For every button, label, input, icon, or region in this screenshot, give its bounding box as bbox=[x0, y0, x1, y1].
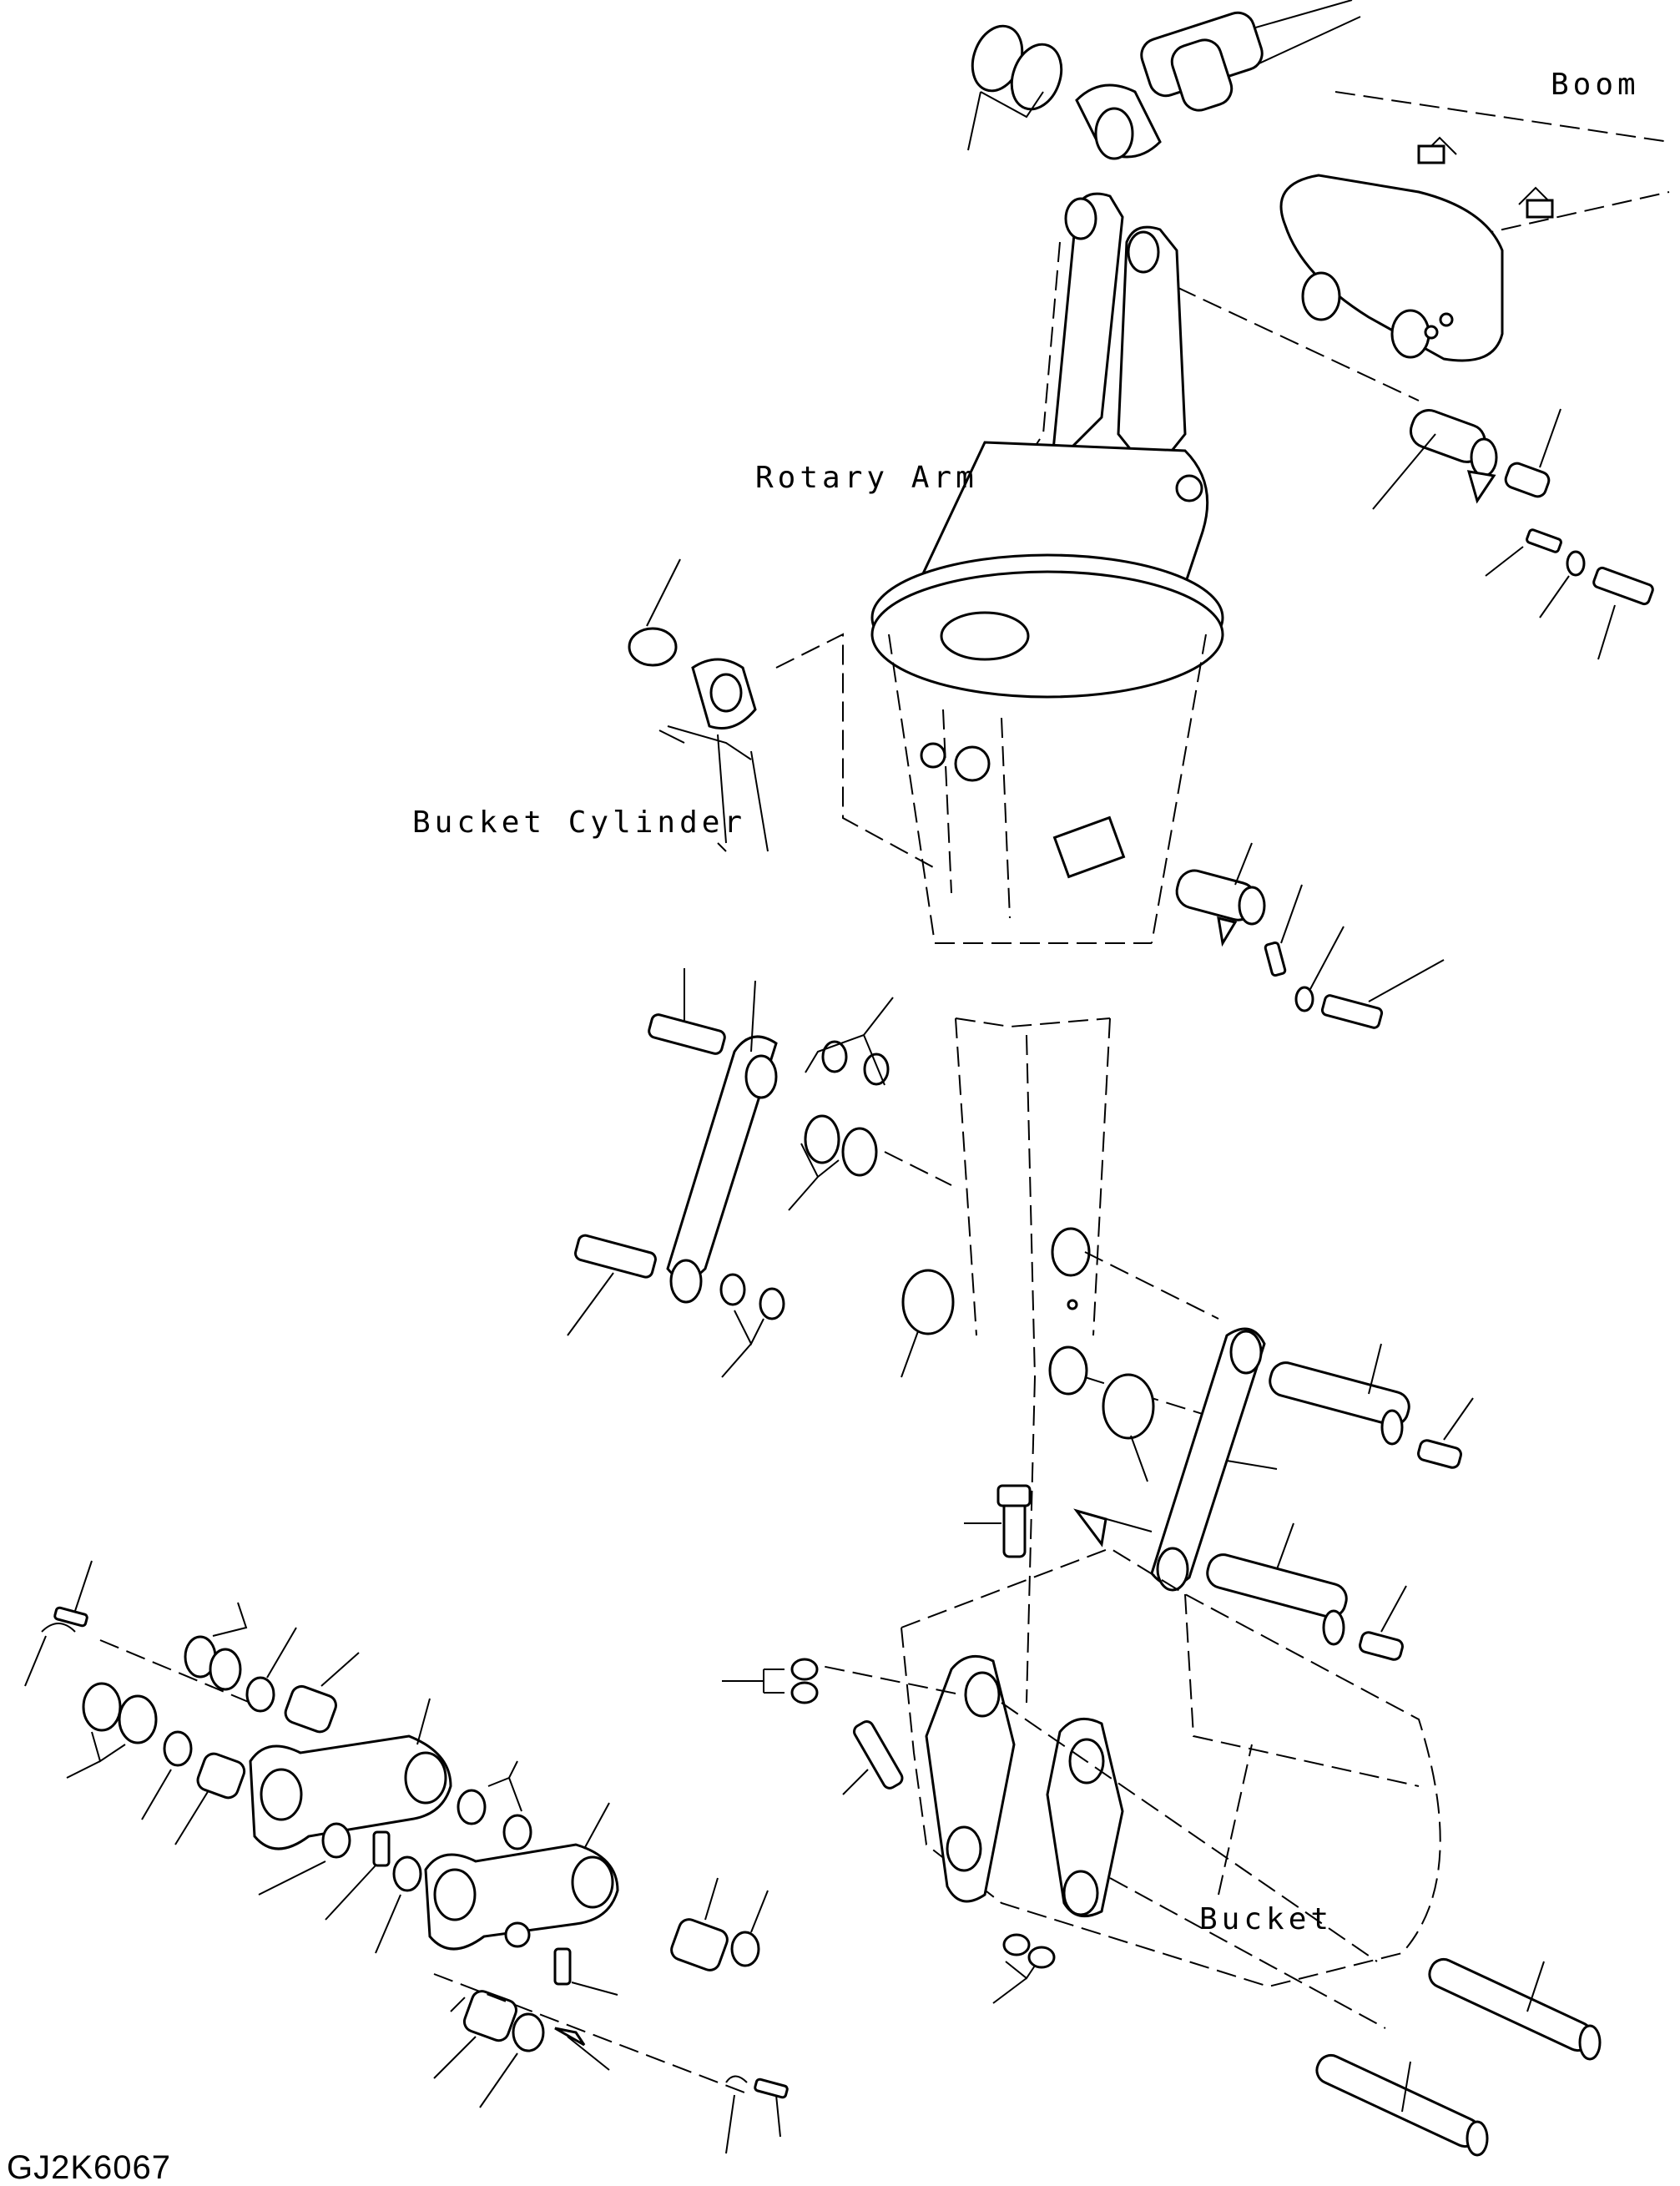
side-link-assembly bbox=[24, 1560, 789, 2154]
bucket-cylinder-label: Bucket Cylinder bbox=[412, 805, 746, 840]
rotary-arm bbox=[870, 192, 1420, 944]
bucket-cylinder bbox=[628, 558, 936, 869]
boom-pin-washers bbox=[967, 24, 1063, 151]
bucket-label: Bucket bbox=[1199, 1902, 1333, 1936]
boom-end bbox=[1279, 91, 1670, 362]
upper-link bbox=[567, 968, 955, 1378]
bucket-stopper-bolt bbox=[964, 1376, 1036, 1704]
arm-lower bbox=[955, 1017, 1219, 1420]
bucket bbox=[796, 1547, 1441, 2029]
bucket-hardware bbox=[722, 1658, 1602, 2157]
bucket-cylinder-pin-set bbox=[1175, 842, 1445, 1029]
rotary-arm-label: Rotary Arm bbox=[755, 461, 978, 495]
boom-cylinder-rod bbox=[1075, 0, 1361, 160]
drawing-code: GJ2K6067 bbox=[7, 2149, 171, 2186]
boom-label: Boom bbox=[1551, 68, 1640, 102]
rotary-arm-pin-set bbox=[1372, 408, 1654, 660]
lower-link bbox=[1073, 1327, 1474, 1661]
